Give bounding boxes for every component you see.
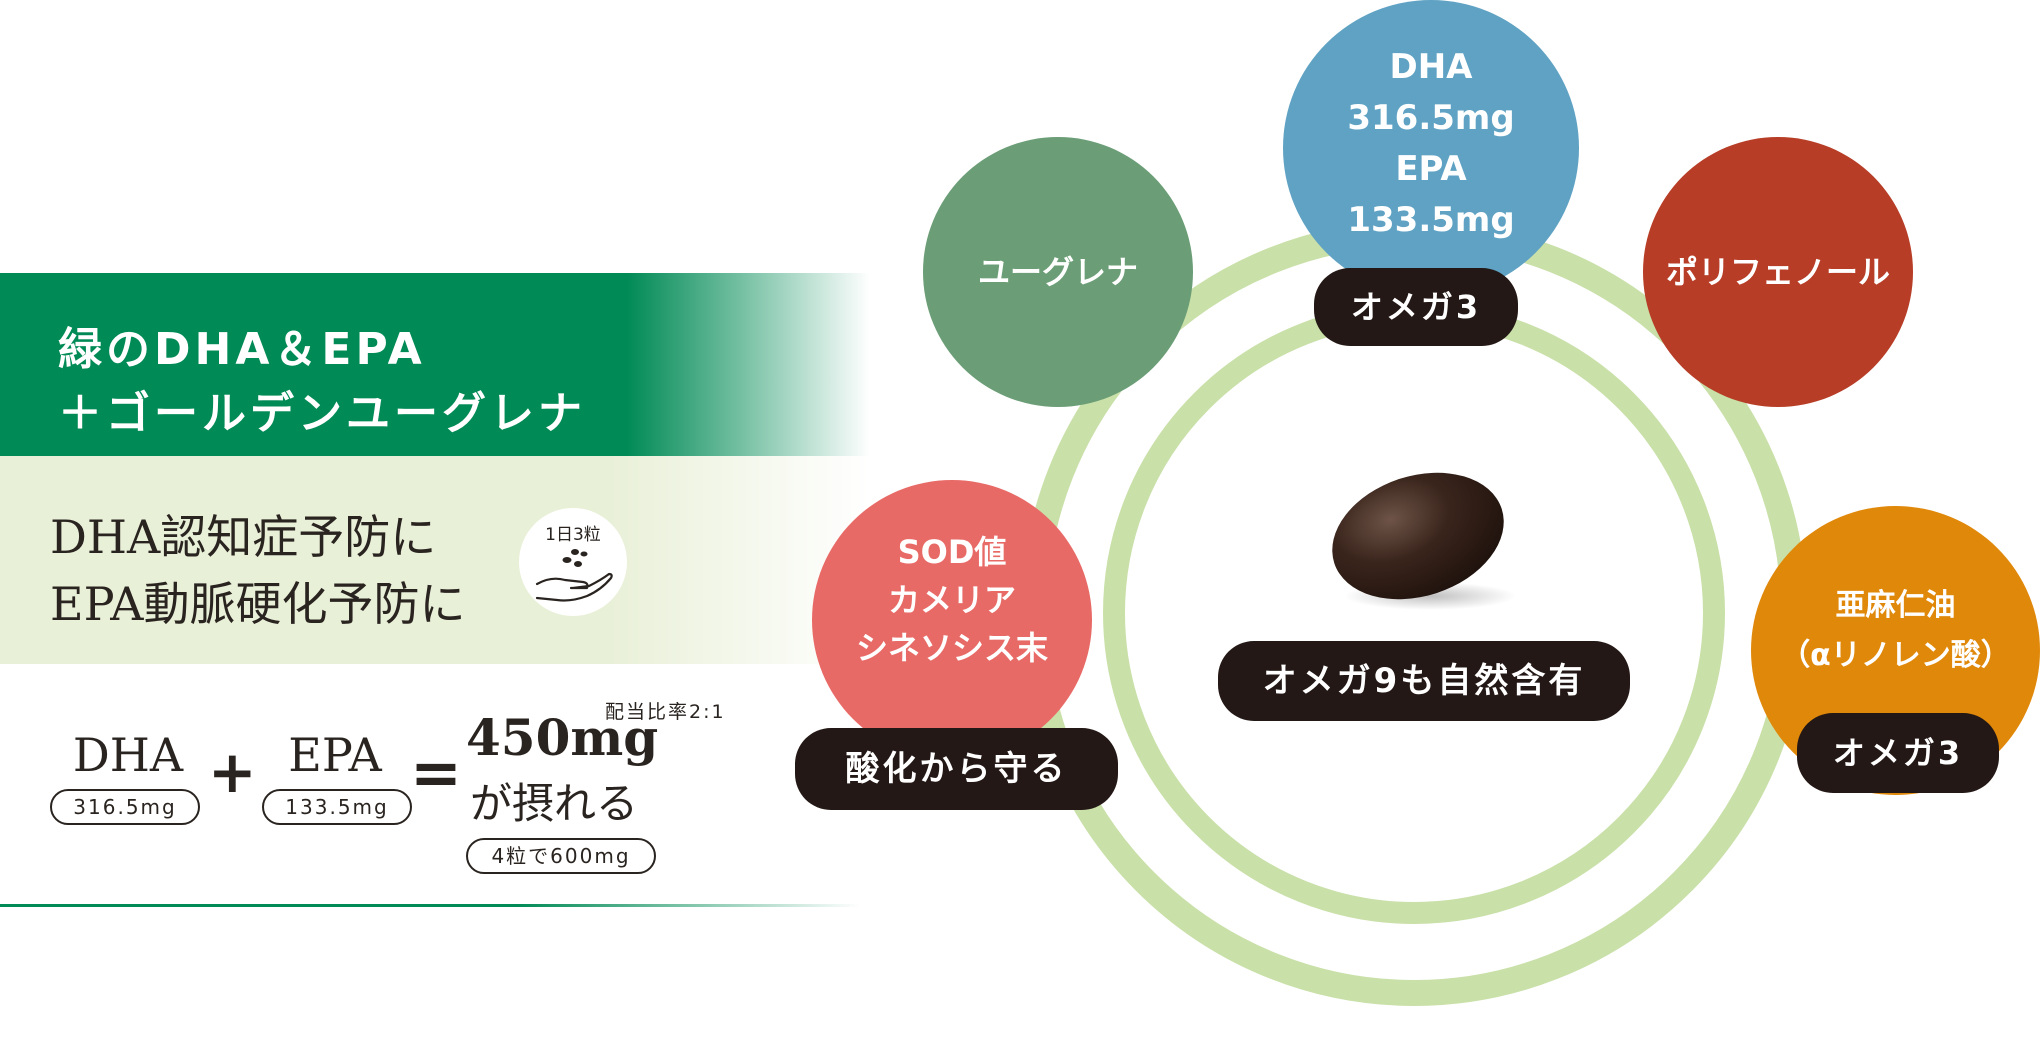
euglena-label: ユーグレナ	[977, 253, 1138, 291]
sod-label: SOD値 カメリア シネソシス末	[855, 533, 1048, 667]
polyphenol-circle: ポリフェノール	[1643, 137, 1913, 407]
total-amount: 450mg	[466, 708, 659, 767]
sod-circle: SOD値 カメリア シネソシス末	[812, 480, 1092, 760]
dha-formula-label: DHA	[72, 728, 184, 782]
divider	[0, 904, 860, 907]
euglena-circle: ユーグレナ	[923, 137, 1193, 407]
dha-epa-label: DHA 316.5mg EPA 133.5mg	[1347, 47, 1515, 240]
plus-sign: +	[208, 738, 257, 806]
hand-with-capsules-icon	[535, 549, 613, 602]
title-line-1: 緑のDHA＆EPA	[58, 324, 426, 375]
ratio-label: 配当比率2:1	[605, 701, 726, 723]
four-capsule-amount-pill: 4粒で600mg	[466, 838, 656, 874]
epa-benefit-text: EPA動脈硬化予防に	[50, 577, 466, 631]
epa-amount-pill: 133.5mg	[262, 789, 412, 825]
dha-amount-pill: 316.5mg	[50, 789, 200, 825]
capsule-icon	[1332, 472, 1516, 610]
polyphenol-label: ポリフェノール	[1665, 253, 1890, 291]
omega3-tag-right: オメガ3	[1797, 713, 1999, 793]
daily-dose-label: 1日3粒	[545, 525, 601, 545]
title-band: 緑のDHA＆EPA ＋ゴールデンユーグレナ	[0, 273, 870, 456]
omega9-tag: オメガ9も自然含有	[1218, 641, 1630, 721]
equals-sign: =	[410, 736, 462, 809]
flaxseed-oil-label: 亜麻仁油 （αリノレン酸）	[1780, 587, 2011, 673]
total-suffix: が摂れる	[470, 779, 639, 828]
epa-formula-label: EPA	[288, 728, 382, 782]
daily-dose-badge: 1日3粒	[519, 508, 627, 616]
title-line-2: ＋ゴールデンユーグレナ	[58, 388, 586, 439]
antioxidant-tag: 酸化から守る	[795, 728, 1118, 810]
omega3-tag-top: オメガ3	[1314, 268, 1518, 346]
dha-epa-circle: DHA 316.5mg EPA 133.5mg	[1283, 0, 1579, 296]
prevention-band: DHA認知症予防に EPA動脈硬化予防に	[0, 456, 870, 664]
dha-benefit-text: DHA認知症予防に	[50, 510, 437, 564]
